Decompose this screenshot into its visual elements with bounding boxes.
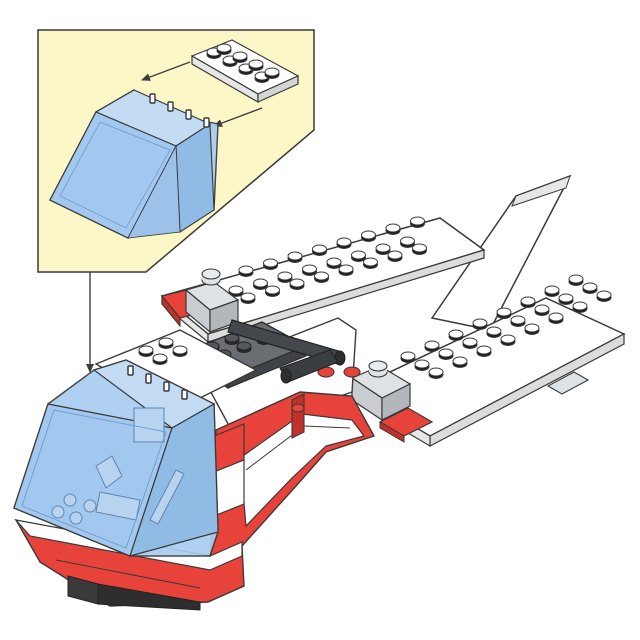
brick-stud — [388, 251, 402, 262]
brick-stud — [237, 342, 251, 353]
brick-stud — [139, 346, 153, 357]
brick-stud — [569, 275, 583, 286]
brick-stud — [411, 217, 425, 228]
brick-stud — [401, 352, 415, 363]
brick-stud — [217, 44, 231, 55]
brick-stud — [362, 231, 376, 242]
brick-stud — [265, 68, 279, 79]
brick-stud — [429, 368, 443, 379]
brick-stud — [352, 251, 366, 262]
brick-stud — [241, 293, 255, 304]
brick-stud — [559, 294, 573, 305]
brick-stud — [549, 313, 563, 324]
brick-stud — [453, 357, 467, 368]
brick-stud — [153, 354, 167, 365]
brick-stud — [511, 316, 525, 327]
brick-stud — [449, 330, 463, 341]
brick-stud — [225, 334, 239, 345]
brick-stud — [249, 60, 263, 71]
brick-stud — [337, 238, 351, 249]
brick-stud — [254, 279, 268, 290]
brick-stud — [327, 258, 341, 269]
brick-stud — [463, 338, 477, 349]
brick-stud — [233, 52, 247, 63]
brick-stud — [439, 349, 453, 360]
brick-stud — [525, 324, 539, 335]
brick-stud — [425, 341, 439, 352]
brick-stud — [521, 297, 535, 308]
brick-stud — [173, 346, 187, 357]
brick-stud — [278, 272, 292, 283]
brick-stud — [266, 286, 280, 297]
brick-stud — [159, 338, 173, 349]
brick-stud — [501, 335, 515, 346]
brick-stud — [477, 346, 491, 357]
brick-stud — [473, 319, 487, 330]
brick-stud — [545, 286, 559, 297]
brick-stud — [597, 291, 611, 302]
brick-stud — [288, 252, 302, 263]
brick-stud — [264, 259, 278, 270]
brick-stud — [497, 308, 511, 319]
brick-stud — [573, 302, 587, 313]
brick-stud — [364, 258, 378, 269]
brick-stud — [290, 279, 304, 290]
brick-stud — [386, 224, 400, 235]
brick-stud — [376, 244, 390, 255]
brick-stud — [313, 245, 327, 256]
brick-stud — [303, 265, 317, 276]
brick-stud — [339, 265, 353, 276]
brick-stud — [413, 244, 427, 255]
brick-stud — [401, 237, 415, 248]
brick-stud — [239, 266, 253, 277]
brick-stud — [315, 272, 329, 283]
brick-stud — [415, 360, 429, 371]
brick-stud — [583, 283, 597, 294]
brick-stud — [535, 305, 549, 316]
brick-stud — [487, 327, 501, 338]
